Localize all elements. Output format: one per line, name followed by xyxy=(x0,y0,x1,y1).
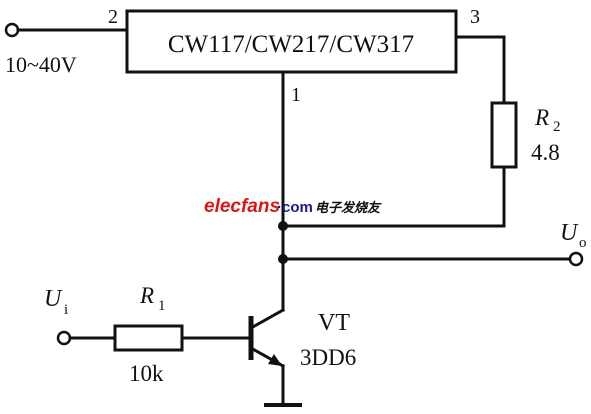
regulator-label: CW117/CW217/CW317 xyxy=(168,31,414,58)
signal-input-terminal xyxy=(56,330,72,346)
pin-1-label: 1 xyxy=(291,84,301,106)
emitter-arrow-icon xyxy=(268,354,282,366)
input-voltage-label: 10~40V xyxy=(5,52,77,77)
transistor-name: VT xyxy=(318,310,350,336)
watermark-dotcom: ·com xyxy=(277,199,313,216)
watermark-site: elecfans xyxy=(204,196,280,217)
transistor-collector xyxy=(248,307,286,331)
watermark-logo: elecfans ·com 电子发烧友 xyxy=(204,196,382,217)
resistor-r1 xyxy=(113,324,184,352)
junction-r2 xyxy=(278,221,288,231)
transistor-model: 3DD6 xyxy=(300,345,356,370)
input-signal-name: U xyxy=(44,286,63,312)
watermark-cn: 电子发烧友 xyxy=(315,200,382,216)
r2-subscript: 2 xyxy=(553,119,561,135)
output-terminal xyxy=(568,251,584,267)
input-terminal xyxy=(4,22,20,38)
output-name: U xyxy=(560,220,579,246)
pin-3-label: 3 xyxy=(470,6,480,28)
output-subscript: o xyxy=(579,235,587,251)
input-signal-subscript: i xyxy=(64,302,68,318)
r2-name: R xyxy=(534,105,549,130)
r1-name: R xyxy=(139,283,154,308)
r1-value: 10k xyxy=(129,361,164,386)
transistor-vt xyxy=(248,307,286,369)
r2-value: 4.8 xyxy=(531,140,560,165)
output-pin-wire xyxy=(454,35,506,105)
r1-subscript: 1 xyxy=(158,298,166,314)
resistor-r2 xyxy=(490,101,518,169)
regulator-ic xyxy=(125,9,458,74)
r2-bottom-wire xyxy=(281,165,506,228)
pin-2-label: 2 xyxy=(108,6,118,28)
